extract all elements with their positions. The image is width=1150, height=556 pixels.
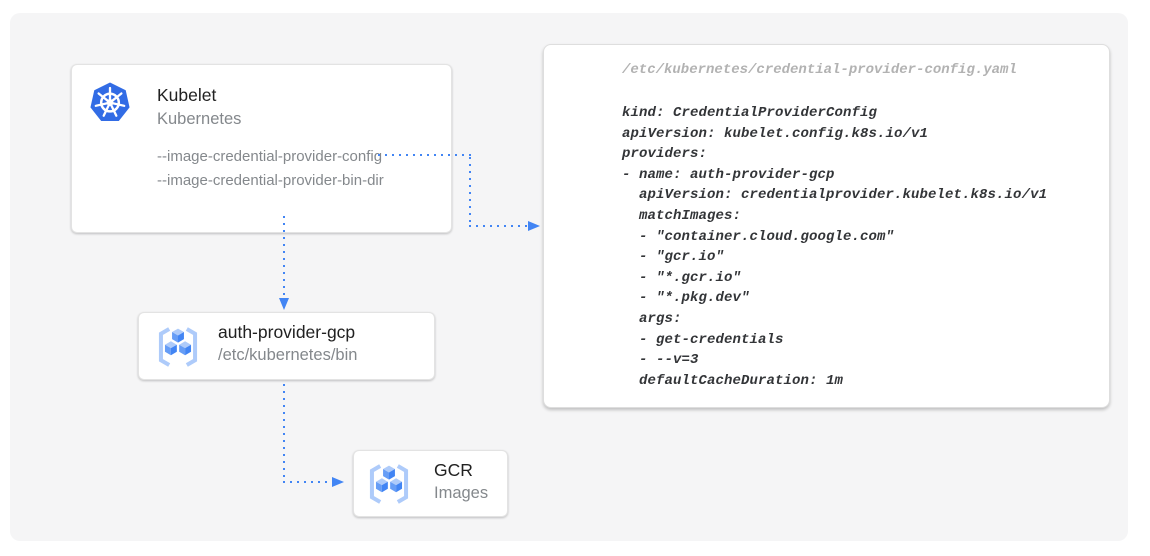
kubelet-node: Kubelet Kubernetes --image-credential-pr… bbox=[71, 64, 452, 233]
gcr-title: GCR bbox=[434, 460, 473, 480]
gcr-icon bbox=[366, 461, 412, 507]
code-line: - "container.cloud.google.com" bbox=[622, 228, 895, 245]
arrowhead-to-yaml-panel bbox=[528, 220, 540, 231]
arrowhead-to-auth-provider bbox=[278, 298, 289, 310]
auth-provider-gcp-node: auth-provider-gcp /etc/kubernetes/bin bbox=[138, 312, 435, 380]
kubelet-subtitle: Kubernetes bbox=[157, 110, 242, 128]
auth-provider-title: auth-provider-gcp bbox=[218, 322, 356, 342]
kubelet-flag-config: --image-credential-provider-config bbox=[157, 148, 383, 165]
connector-config-to-yaml-segment bbox=[469, 225, 528, 227]
code-line: providers: bbox=[622, 146, 708, 163]
kubernetes-icon bbox=[90, 82, 130, 121]
diagram-canvas: Kubelet Kubernetes --image-credential-pr… bbox=[10, 13, 1128, 541]
connector-auth-provider-to-gcr-segment bbox=[283, 384, 285, 482]
code-line: - get-credentials bbox=[622, 331, 784, 348]
kubelet-title: Kubelet bbox=[157, 85, 217, 105]
yaml-filename: /etc/kubernetes/credential-provider-conf… bbox=[622, 62, 1017, 78]
kubelet-flag-bin-dir: --image-credential-provider-bin-dir bbox=[157, 172, 384, 189]
code-line: defaultCacheDuration: 1m bbox=[622, 372, 844, 389]
yaml-config-panel: /etc/kubernetes/credential-provider-conf… bbox=[543, 44, 1110, 408]
code-line: - "*.pkg.dev" bbox=[622, 290, 750, 307]
code-line: matchImages: bbox=[622, 207, 742, 224]
arrowhead-to-gcr bbox=[332, 476, 344, 487]
code-line: apiVersion: credentialprovider.kubelet.k… bbox=[622, 187, 1048, 204]
connector-kubelet-to-auth-provider bbox=[283, 216, 285, 299]
gcr-node: GCR Images bbox=[353, 450, 508, 517]
code-line: kind: CredentialProviderConfig bbox=[622, 105, 878, 121]
gcr-icon bbox=[155, 324, 201, 370]
code-line: - "*.gcr.io" bbox=[622, 269, 742, 286]
gcr-subtitle: Images bbox=[434, 484, 489, 502]
code-line: args: bbox=[622, 310, 682, 327]
yaml-code-block: kind: CredentialProviderConfig apiVersion… bbox=[622, 103, 1047, 391]
connector-auth-provider-to-gcr-segment bbox=[283, 481, 332, 483]
code-line: - --v=3 bbox=[622, 352, 699, 369]
code-line: - "gcr.io" bbox=[622, 249, 725, 266]
connector-config-to-yaml-segment bbox=[378, 154, 471, 156]
code-line: - name: auth-provider-gcp bbox=[622, 166, 835, 183]
code-line: apiVersion: kubelet.config.k8s.io/v1 bbox=[622, 125, 929, 142]
auth-provider-subtitle: /etc/kubernetes/bin bbox=[218, 346, 358, 364]
connector-config-to-yaml-segment bbox=[469, 157, 471, 225]
